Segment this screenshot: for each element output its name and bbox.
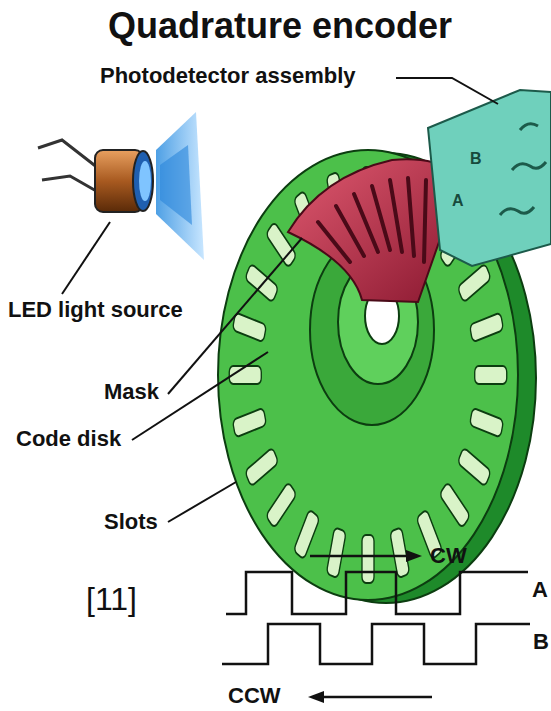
part-label: Mask [104,380,159,404]
direction-label: CW [430,544,467,568]
signal-name: A [452,192,464,210]
part-label: Slots [104,510,158,534]
signal-name: A [532,578,548,602]
reference-number: [11] [86,582,137,617]
part-label: Photodetector assembly [100,64,356,88]
direction-label: CCW [228,684,281,708]
led-light-source [95,150,153,212]
signal-name: B [470,150,482,168]
quadrature-waveforms [222,572,530,664]
diagram-title: Quadrature encoder [108,6,452,46]
part-label: LED light source [8,298,183,322]
light-beam [156,112,204,260]
led-leads [38,140,98,192]
photodetector-assembly [428,90,551,266]
signal-name: B [533,630,549,654]
light-beam-inner [160,145,192,225]
part-label: Code disk [16,427,121,451]
